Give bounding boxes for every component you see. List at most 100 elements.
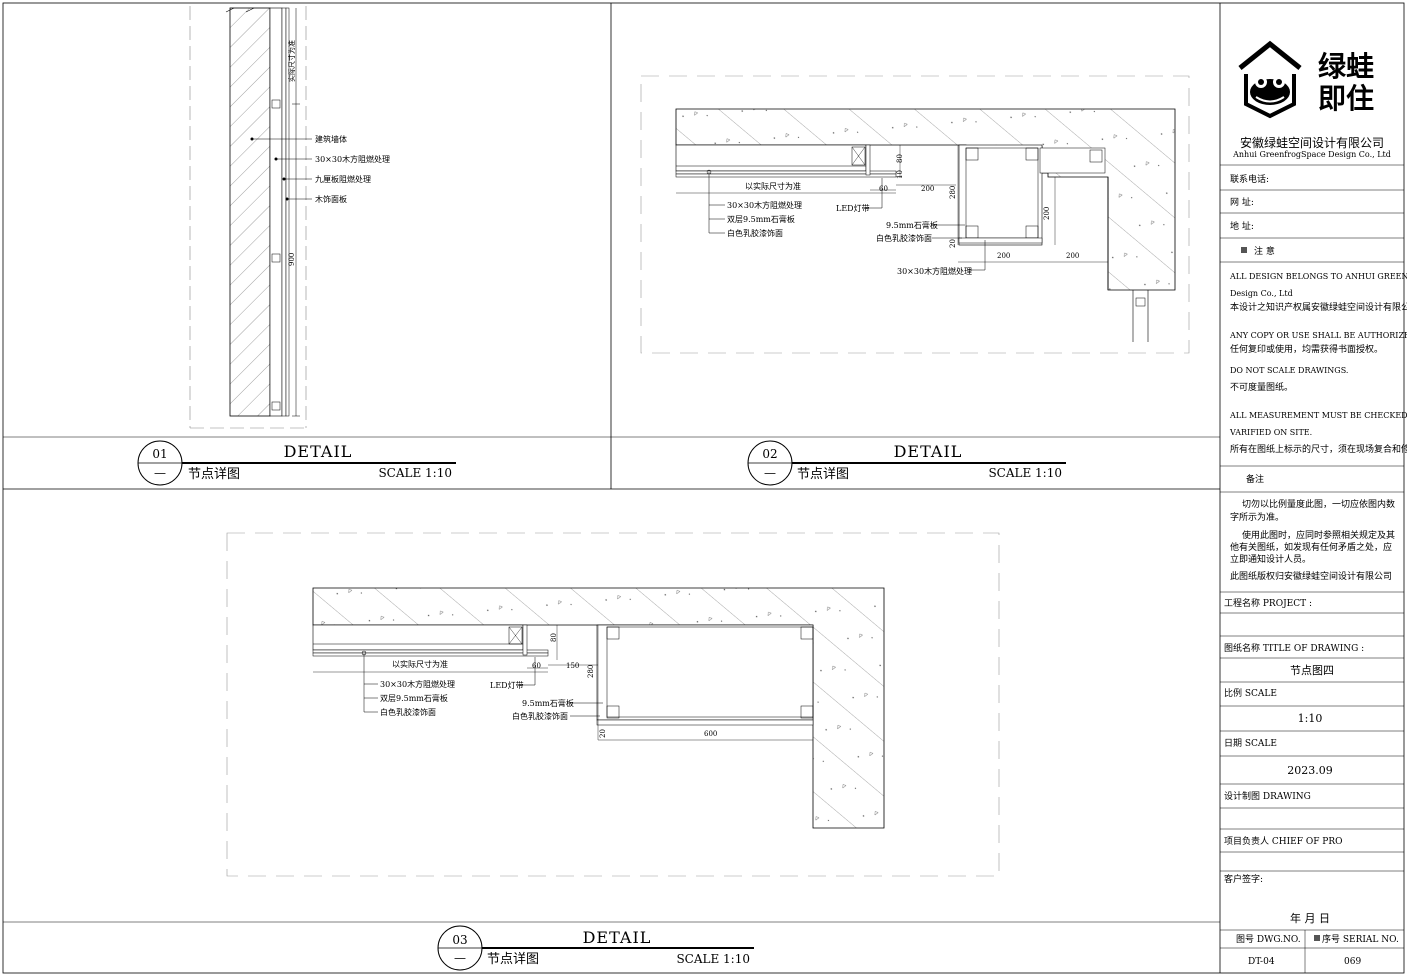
wood-batten <box>269 7 283 417</box>
d2-dim-20: 20 <box>949 239 957 248</box>
d3-dim-20: 20 <box>599 729 607 738</box>
notice-line: 不可度量图纸。 <box>1230 381 1293 393</box>
phone-label: 联系电话: <box>1230 173 1269 185</box>
notice-marker-icon <box>1241 247 1247 253</box>
notice-text: ALL DESIGN BELONGS TO ANHUI GREENFROG SP… <box>1229 272 1407 455</box>
company-name-cn: 安徽绿蛙空间设计有限公司 <box>1240 135 1384 150</box>
serial-no-label: 序号 SERIAL NO. <box>1322 933 1399 945</box>
d1-label-veneer: 木饰面板 <box>315 194 347 204</box>
detail-02-number: 02 <box>762 447 777 461</box>
detail-03-scale: SCALE 1:10 <box>676 952 750 966</box>
d1-dim-actual: 实际尺寸为准 <box>287 40 296 82</box>
notice-header: 注 意 <box>1254 245 1275 257</box>
d3-label-batten: 30×30木方阻燃处理 <box>380 679 455 689</box>
project-label: 工程名称 PROJECT : <box>1224 597 1312 609</box>
remarks-line: 字所示为准。 <box>1230 511 1284 523</box>
address-label: 地 址: <box>1230 220 1254 232</box>
drawing-title-label: 图纸名称 TITLE OF DRAWING : <box>1224 642 1364 654</box>
detail-01-subtitle: 节点详图 <box>188 467 240 482</box>
d3-dim-150: 150 <box>566 662 579 670</box>
notice-line: 所有在图纸上标示的尺寸，须在现场复合和修正。 <box>1230 443 1407 455</box>
detail-02-title-block <box>747 440 1066 486</box>
d2-dim-200-c: 200 <box>997 252 1010 260</box>
d2-dim-10: 10 <box>896 170 904 179</box>
notice-line: ALL MEASUREMENT MUST BE CHECKED AND <box>1229 411 1407 420</box>
d2-label-led: LED灯带 <box>836 203 870 213</box>
remarks-line: 切勿以比例量度此图，一切应依图内数 <box>1242 498 1395 510</box>
remarks-line: 立即通知设计人员。 <box>1230 553 1311 565</box>
d3-label-double-gypsum: 双层9.5mm石膏板 <box>380 693 448 703</box>
dwg-no-label: 图号 DWG.NO. <box>1236 934 1301 945</box>
logo-text-line2: 即住 <box>1318 82 1374 115</box>
d2-dim-200-d: 200 <box>1066 252 1079 260</box>
d3-dim-60: 60 <box>532 662 541 670</box>
remarks-text: 切勿以比例量度此图，一切应依图内数 字所示为准。 使用此图时，应同时参照相关规定… <box>1230 498 1395 582</box>
notice-line: DO NOT SCALE DRAWINGS. <box>1230 366 1348 375</box>
d2-label-latex: 白色乳胶漆饰面 <box>727 228 783 238</box>
d3-label-led: LED灯带 <box>490 680 524 690</box>
detail-02-title: DETAIL <box>894 442 963 461</box>
detail-01-scale: SCALE 1:10 <box>378 466 452 480</box>
d2-label-gypsum: 9.5mm石膏板 <box>886 220 938 230</box>
d2-label-double-gypsum: 双层9.5mm石膏板 <box>727 214 795 224</box>
d1-label-plywood: 九厘板阻燃处理 <box>315 174 371 184</box>
notice-line: ANY COPY OR USE SHALL BE AUTHORIZED IN W… <box>1229 331 1407 340</box>
d3-dim-600: 600 <box>704 730 717 738</box>
d1-dim-900: 900 <box>288 253 296 266</box>
d3-dim-80: 80 <box>550 633 558 642</box>
d2-dim-80: 80 <box>896 154 904 163</box>
client-signature-label: 客户签字: <box>1224 873 1263 885</box>
drawn-by-label: 设计制图 DRAWING <box>1224 790 1311 802</box>
d3-dim-280: 280 <box>587 665 595 678</box>
d2-label-actual: 以实际尺寸为准 <box>745 181 801 191</box>
detail-02-drawing <box>640 75 1190 354</box>
serial-marker-icon <box>1314 935 1320 941</box>
scale-label: 比例 SCALE <box>1224 687 1277 699</box>
d3-label-latex: 白色乳胶漆饰面 <box>380 707 436 717</box>
company-logo <box>1238 40 1302 119</box>
signature-date: 年 月 日 <box>1290 911 1330 925</box>
detail-01-title-block <box>137 440 456 486</box>
title-block-lines <box>1220 164 1404 973</box>
dwg-no-value: DT-04 <box>1248 957 1275 967</box>
detail-02-scale: SCALE 1:10 <box>988 466 1062 480</box>
detail-03-title: DETAIL <box>583 928 652 947</box>
project-chief-label: 项目负责人 CHIEF OF PRO <box>1224 835 1343 847</box>
detail-01-drawing <box>189 6 312 429</box>
notice-line: Design Co., Ltd <box>1230 289 1293 298</box>
detail-03-subtitle: 节点详图 <box>487 952 539 967</box>
d2-label-batten-2: 30×30木方阻燃处理 <box>897 266 972 276</box>
website-label: 网 址: <box>1230 196 1254 208</box>
d3-label-gypsum: 9.5mm石膏板 <box>522 698 574 708</box>
detail-03-sub: — <box>454 951 466 965</box>
detail-02-sub: — <box>764 466 776 480</box>
detail-01-number: 01 <box>152 447 167 461</box>
notice-line: ALL DESIGN BELONGS TO ANHUI GREENFROG SP… <box>1229 272 1407 281</box>
notice-line: 本设计之知识产权属安徽绿蛙空间设计有限公司 <box>1230 301 1407 313</box>
d2-dim-280: 280 <box>949 186 957 199</box>
remarks-header: 备注 <box>1246 473 1264 485</box>
d3-label-actual: 以实际尺寸为准 <box>392 659 448 669</box>
remarks-line: 他有关图纸，如发现有任何矛盾之处，应 <box>1230 541 1392 553</box>
building-wall <box>229 7 271 417</box>
scale-value: 1:10 <box>1298 712 1323 725</box>
drawing-title-value: 节点图四 <box>1290 664 1334 677</box>
date-value: 2023.09 <box>1287 764 1333 777</box>
detail-01-sub: — <box>154 466 166 480</box>
d2-label-batten: 30×30木方阻燃处理 <box>727 200 802 210</box>
d2-label-latex-2: 白色乳胶漆饰面 <box>876 233 932 243</box>
d2-dim-200-a: 200 <box>921 185 934 193</box>
detail-03-drawing <box>226 532 1000 877</box>
d1-label-batten: 30×30木方阻燃处理 <box>315 154 390 164</box>
serial-no-value: 069 <box>1344 957 1361 967</box>
notice-line: 任何复印或使用，均需获得书面授权。 <box>1230 343 1383 355</box>
date-label: 日期 SCALE <box>1224 738 1277 749</box>
detail-01-title: DETAIL <box>284 442 353 461</box>
remarks-line: 此图纸版权归安徽绿蛙空间设计有限公司 <box>1230 570 1392 582</box>
notice-line: VARIFIED ON SITE. <box>1229 428 1312 437</box>
d1-label-wall: 建筑墙体 <box>315 134 347 144</box>
detail-03-number: 03 <box>452 933 467 947</box>
company-name-en: Anhui GreenfrogSpace Design Co., Ltd <box>1232 150 1391 159</box>
d2-dim-200-b: 200 <box>1043 207 1051 220</box>
